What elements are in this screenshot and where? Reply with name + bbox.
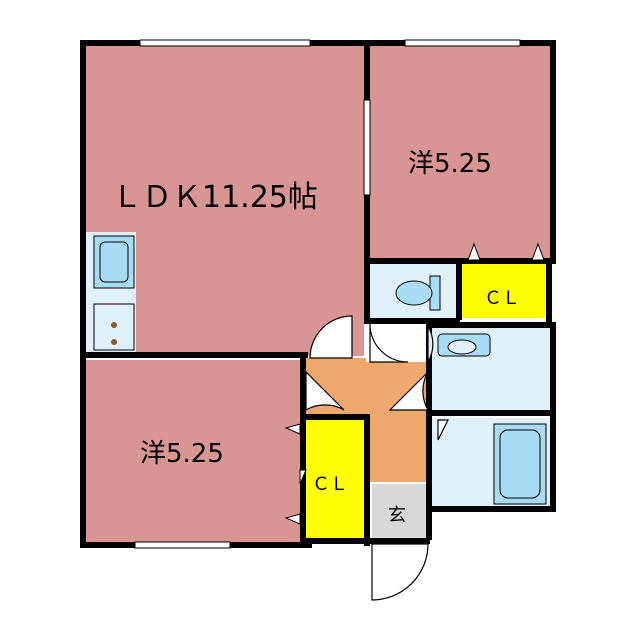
toilet-fixture — [395, 275, 441, 311]
bedroom-east — [370, 46, 550, 260]
doors — [305, 315, 449, 601]
entrance-area — [372, 484, 426, 538]
kitchen-counter — [93, 235, 135, 351]
ldk-label: ＬＤＫ11.25帖 — [112, 180, 318, 215]
closet-south-label: ＣＬ — [312, 474, 348, 495]
closet-door-markers — [284, 242, 545, 525]
closet-south — [306, 420, 366, 538]
bedroom-west — [86, 360, 300, 542]
bedroom-west-label: 洋5.25 — [140, 439, 224, 469]
entrance-label: 玄 — [388, 505, 406, 526]
windows — [134, 39, 521, 549]
closet-north-label: ＣＬ — [484, 288, 520, 309]
closet-north — [462, 264, 548, 318]
washbasin — [437, 333, 491, 357]
bedroom-east-label: 洋5.25 — [408, 149, 492, 179]
bathtub — [493, 423, 547, 505]
